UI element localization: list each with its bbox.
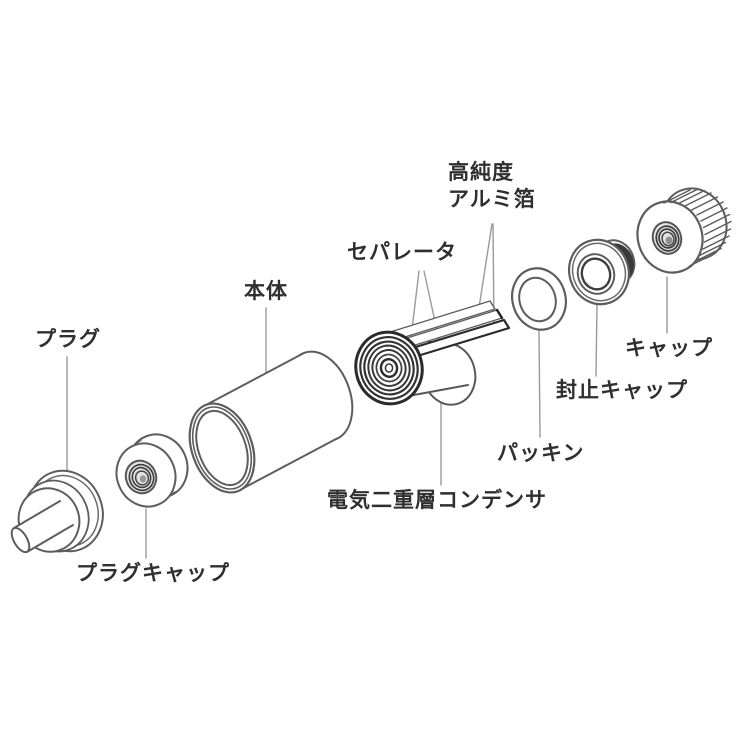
label-seal-cap: 封止キャップ (556, 379, 688, 402)
separator-sheets-drawing (386, 300, 511, 363)
label-capacitor: 電気二重層コンデンサ (327, 489, 547, 512)
label-foil-line2: アルミ箔 (448, 188, 536, 211)
knurl-ridges (663, 188, 732, 267)
capacitor-roll-drawing (354, 300, 511, 406)
label-foil-line1: 高純度 (448, 161, 514, 184)
label-packing: パッキン (497, 442, 585, 465)
plug-pin (14, 501, 73, 552)
roll-end-face (354, 330, 424, 406)
label-foil: 高純度 アルミ箔 (448, 159, 536, 213)
packing-ring-drawing (511, 267, 567, 331)
cap-threaded-hole (651, 221, 683, 255)
packing-leader-line (538, 329, 541, 438)
label-cap: キャップ (625, 337, 713, 360)
plug-cap-threaded-hole (124, 459, 158, 495)
foil-leader-line-left (477, 223, 493, 315)
body-tube-drawing (188, 350, 354, 494)
plug-cap-drawing (115, 433, 189, 508)
label-plug: プラグ (35, 328, 101, 351)
label-plug-cap: プラグキャップ (76, 562, 230, 585)
knurled-cap-drawing (636, 187, 732, 274)
label-separator: セパレータ (347, 241, 457, 264)
seal-cap-leader-line (595, 303, 598, 377)
leader-lines (66, 223, 668, 559)
seal-cap-drawing (568, 238, 636, 306)
plug-drawing (10, 469, 104, 554)
label-body: 本体 (244, 280, 288, 303)
